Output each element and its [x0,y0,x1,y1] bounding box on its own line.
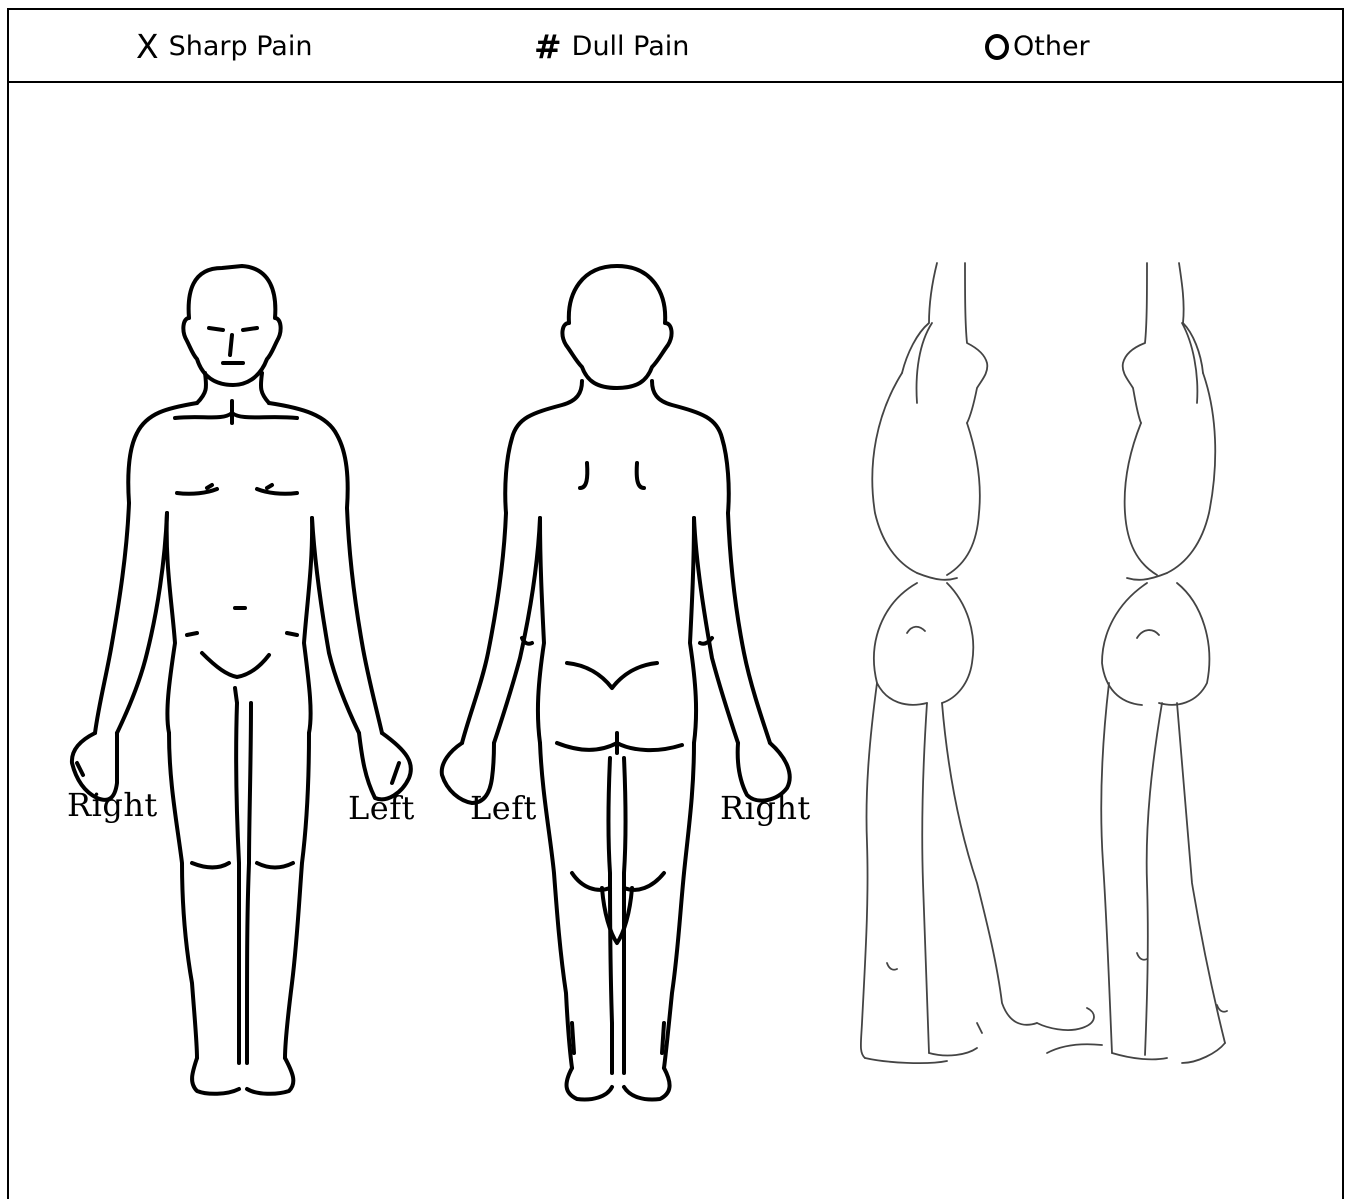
front-view-right-label: Right [67,786,158,824]
legend-label-sharp-pain: Sharp Pain [169,31,313,62]
front-view-left-label: Left [348,789,415,827]
hash-symbol: # [534,30,562,63]
legend-item-sharp-pain: X Sharp Pain [136,10,312,83]
body-diagram-area[interactable]: Right Left [9,83,1342,1201]
x-symbol: X [136,30,159,63]
legend-label-other: Other [1013,31,1090,62]
pain-diagram-form: X Sharp Pain # Dull Pain Other [7,8,1344,1199]
back-view-right-label: Right [720,789,811,827]
circle-symbol [985,34,1009,60]
back-view-left-label: Left [470,789,537,827]
legend-item-dull-pain: # Dull Pain [534,10,689,83]
side-body-figures[interactable] [847,263,1287,1093]
legend-item-other: Other [985,10,1090,83]
pain-legend: X Sharp Pain # Dull Pain Other [9,10,1342,83]
legend-label-dull-pain: Dull Pain [572,31,690,62]
back-body-figure[interactable] [432,263,807,1103]
front-body-figure[interactable] [57,263,427,1103]
